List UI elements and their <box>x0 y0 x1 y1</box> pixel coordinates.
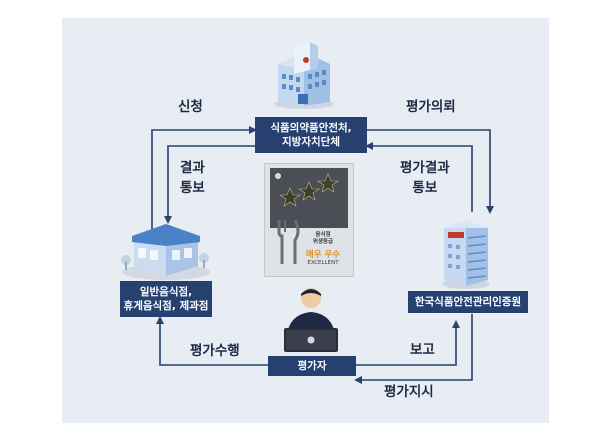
label-apply: 신청 <box>178 99 203 115</box>
node-restaurant-label: 일반음식점, 휴게음식점, 제과점 <box>123 286 209 312</box>
arrow-eval-result-notice <box>365 142 473 212</box>
arrow-result-notice <box>164 145 255 224</box>
fork-knife-icon <box>277 219 300 264</box>
office-building-icon <box>442 220 490 289</box>
node-haccp: 한국식품안전관리인증원 <box>408 291 528 313</box>
certificate-stars <box>275 173 339 207</box>
node-restaurant: 일반음식점, 휴게음식점, 제과점 <box>120 281 212 317</box>
hygiene-certificate-icon: 음식점 위생등급 매우 우수 EXCELLENT <box>264 163 354 277</box>
node-evaluator-label: 평가자 <box>297 360 327 372</box>
node-evaluator: 평가자 <box>268 356 356 376</box>
certificate-grade-label: 음식점 위생등급 <box>312 232 334 245</box>
store-icon <box>121 224 210 280</box>
label-result-notice: 결과 통보 <box>180 160 205 196</box>
certificate-grade: 매우 우수 <box>305 250 341 260</box>
arrow-eval-request <box>365 129 494 214</box>
node-haccp-label: 한국식품안전관리인증원 <box>414 296 522 308</box>
certificate-grade-en: EXCELLENT <box>307 260 339 266</box>
arrow-eval-perform <box>156 316 268 366</box>
label-eval-instruction: 평가지시 <box>384 384 434 400</box>
label-eval-result-notice: 평가결과 통보 <box>400 160 450 196</box>
label-eval-request: 평가의뢰 <box>406 99 456 115</box>
certificate-dark-panel <box>270 168 348 228</box>
node-mfds: 식품의약품안전처, 지방자치단체 <box>255 117 367 153</box>
government-building-icon <box>274 42 334 109</box>
label-eval-perform: 평가수행 <box>190 343 240 359</box>
label-report: 보고 <box>410 342 435 358</box>
arrow-eval-instruction <box>354 314 473 384</box>
arrow-apply <box>151 126 257 230</box>
evaluator-person-icon <box>284 288 338 352</box>
arrow-report <box>356 320 460 366</box>
node-mfds-label: 식품의약품안전처, 지방자치단체 <box>270 122 352 148</box>
